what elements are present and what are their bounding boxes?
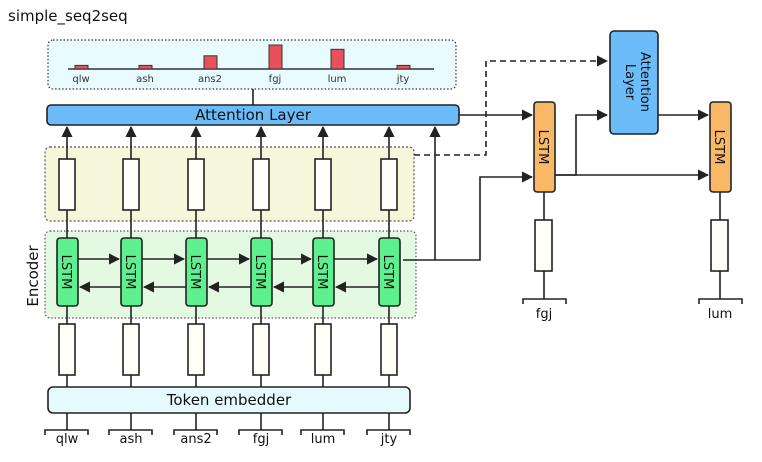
attention-bar-label: jty: [396, 74, 410, 85]
token-embedder: [47, 386, 411, 414]
feedforward-cell: [58, 158, 76, 211]
encoder-lstm-label: LSTM: [58, 255, 73, 290]
encoder-lstm-label: LSTM: [122, 255, 137, 290]
output-bracket: [522, 298, 567, 304]
attention-layer-label: Attention Layer: [195, 106, 312, 124]
encoder-to-decoder-arrow: [403, 171, 534, 261]
feedforward-cell: [252, 158, 270, 211]
feedforward-cell: [314, 158, 332, 211]
decoder-lstm-1-label: LSTM: [535, 130, 550, 165]
feedforward-cell: [122, 158, 140, 211]
input-token-ans2: ans2: [180, 432, 211, 447]
attention-weights-bars: qlw ash ans2 fgj lum jty: [72, 44, 411, 85]
feedforward-region: [44, 146, 415, 222]
encoder-region: [44, 230, 417, 319]
attention-bar-label: fgj: [269, 74, 282, 85]
feedforward-cell: [187, 158, 205, 211]
attention-bar-ans2: [203, 55, 218, 70]
encoder-lstm-label: LSTM: [380, 255, 395, 290]
input-token-lum: lum: [311, 432, 336, 447]
embedding-cell: [314, 323, 332, 376]
token-embedder-label: Token embedder: [166, 391, 292, 409]
attention-bar-lum: [330, 48, 345, 70]
output-token-fgj: fgj: [536, 307, 552, 322]
encoder-lstm-label: LSTM: [314, 255, 329, 290]
feedforward-cell: [380, 158, 398, 211]
decoder1-to-attention-arrow: [555, 109, 609, 176]
attention-bar-qlw: [74, 64, 89, 70]
attention-weights-panel: [47, 39, 457, 90]
output-token-lum: lum: [708, 307, 733, 322]
input-token-jty: jty: [380, 432, 398, 447]
embedding-cell: [122, 323, 140, 376]
decoder-outputs: fgj lum: [522, 192, 743, 322]
embedding-cell: [252, 323, 270, 376]
attention-bar-label: lum: [328, 74, 347, 85]
input-token-ash: ash: [120, 432, 143, 447]
encoder-columns: qlw LSTM ash LSTM ans2 LSTM fgj LSTM lum LSTM jty L…: [44, 125, 411, 447]
embedding-cell: [187, 323, 205, 376]
input-token-fgj: fgj: [253, 432, 269, 447]
output-bracket: [698, 298, 743, 304]
attention-bar-fgj: [268, 44, 283, 70]
decoder-attention-layer: [609, 30, 659, 135]
embedding-cell: [58, 323, 76, 376]
dashed-attention-connector: [414, 55, 609, 156]
decoder-attention-label-line2: Layer: [622, 64, 637, 101]
attention-bar-label: qlw: [72, 74, 89, 85]
attention-bar-ash: [138, 64, 153, 70]
encoder-label: Encoder: [24, 245, 42, 307]
embedding-cell: [380, 323, 398, 376]
attention-bar-label: ash: [136, 74, 154, 85]
decoder-output-cell: [710, 219, 729, 272]
decoder-output-cell: [534, 219, 553, 272]
encoder-lstm-label: LSTM: [187, 255, 202, 290]
decoder-attention-label-line1: Attention: [637, 52, 652, 112]
input-token-qlw: qlw: [56, 432, 79, 447]
encoder-lstm-label: LSTM: [252, 255, 267, 290]
attention-bar-jty: [396, 64, 411, 70]
decoder-lstm-2-label: LSTM: [711, 130, 726, 165]
diagram-title: simple_seq2seq: [8, 7, 128, 26]
attention-bar-label: ans2: [198, 74, 222, 85]
